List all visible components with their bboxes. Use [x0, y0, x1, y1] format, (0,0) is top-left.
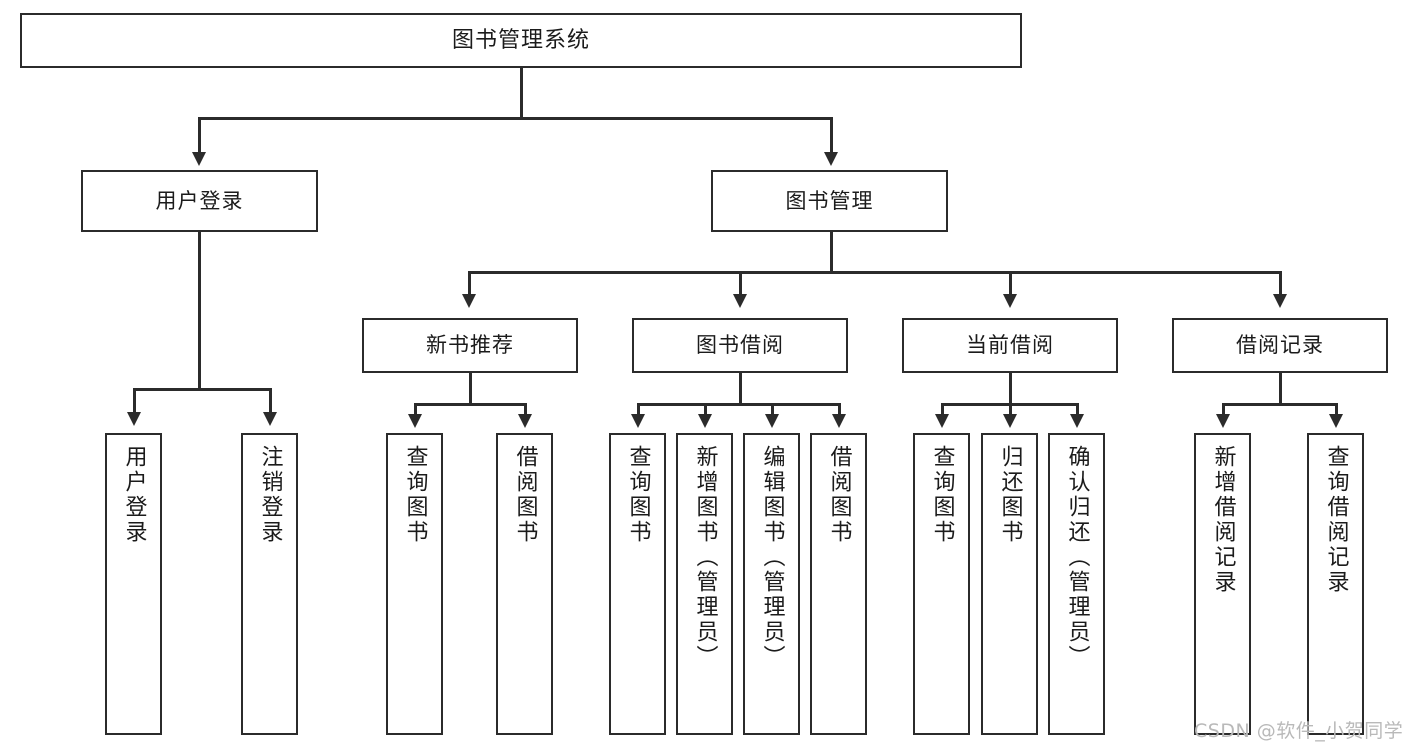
leaf-query-borrow-record[interactable]: 查询借阅记录: [1307, 433, 1364, 735]
leaf-logout[interactable]: 注销登录: [241, 433, 298, 735]
arrowhead-current-borrow: [1003, 294, 1017, 308]
connector-br-stem: [1279, 373, 1282, 405]
node-label: 新增图书（管理员）: [692, 445, 718, 670]
connector-drop-user-login: [198, 117, 201, 155]
connector-br-bus: [1222, 403, 1337, 406]
leaf-query-book-borrow[interactable]: 查询图书: [609, 433, 666, 735]
node-label: 注销登录: [257, 445, 283, 545]
node-borrow-record[interactable]: 借阅记录: [1172, 318, 1388, 373]
connector-cb-stem: [1009, 373, 1012, 405]
connector-bb-drop-3: [771, 403, 774, 417]
connector-level2-bus: [198, 117, 832, 120]
arrowhead-br-1: [1216, 414, 1230, 428]
arrowhead-login-2: [263, 412, 277, 426]
node-label: 查询图书: [402, 445, 428, 545]
leaf-query-book-recommend[interactable]: 查询图书: [386, 433, 443, 735]
leaf-edit-book-admin[interactable]: 编辑图书（管理员）: [743, 433, 800, 735]
arrowhead-book-management: [824, 152, 838, 166]
connector-user-login-stem: [198, 232, 201, 390]
connector-nbr-drop-2: [524, 403, 527, 417]
leaf-add-borrow-record[interactable]: 新增借阅记录: [1194, 433, 1251, 735]
node-label: 归还图书: [997, 445, 1023, 545]
connector-cb-drop-3: [1076, 403, 1079, 417]
connector-br-drop-2: [1335, 403, 1338, 417]
csdn-watermark: CSDN @软件_小贺同学: [1194, 720, 1404, 742]
leaf-user-login[interactable]: 用户登录: [105, 433, 162, 735]
node-user-login[interactable]: 用户登录: [81, 170, 318, 232]
arrowhead-user-login: [192, 152, 206, 166]
connector-bb-drop-1: [637, 403, 640, 417]
leaf-confirm-return-admin[interactable]: 确认归还（管理员）: [1048, 433, 1105, 735]
node-label: 借阅记录: [1236, 333, 1324, 358]
connector-level3-bus: [468, 271, 1282, 274]
connector-drop-login-1: [133, 388, 136, 415]
connector-root-stem: [520, 68, 523, 118]
node-current-borrow[interactable]: 当前借阅: [902, 318, 1118, 373]
connector-drop-book-borrow: [739, 271, 742, 297]
connector-drop-current-borrow: [1009, 271, 1012, 297]
arrowhead-bb-2: [698, 414, 712, 428]
node-label: 确认归还（管理员）: [1064, 445, 1090, 670]
arrowhead-cb-3: [1070, 414, 1084, 428]
connector-drop-new-book-recommend: [468, 271, 471, 297]
connector-drop-login-2: [269, 388, 272, 415]
connector-book-management-stem: [830, 232, 833, 272]
arrowhead-cb-2: [1003, 414, 1017, 428]
node-root-book-management-system[interactable]: 图书管理系统: [20, 13, 1022, 68]
connector-br-drop-1: [1222, 403, 1225, 417]
node-label: 用户登录: [121, 445, 147, 545]
connector-drop-book-management: [830, 117, 833, 155]
connector-user-login-bus: [133, 388, 271, 391]
node-label: 借阅图书: [826, 445, 852, 545]
arrowhead-nbr-2: [518, 414, 532, 428]
arrowhead-new-book-recommend: [462, 294, 476, 308]
node-label: 图书管理: [785, 188, 874, 213]
arrowhead-bb-1: [631, 414, 645, 428]
arrowhead-nbr-1: [408, 414, 422, 428]
arrowhead-bb-3: [765, 414, 779, 428]
connector-bb-drop-2: [704, 403, 707, 417]
connector-nbr-bus: [414, 403, 526, 406]
node-label: 查询图书: [625, 445, 651, 545]
connector-cb-drop-2: [1009, 403, 1012, 417]
node-label: 查询借阅记录: [1323, 445, 1349, 595]
node-label: 新增借阅记录: [1210, 445, 1236, 595]
leaf-query-book-current[interactable]: 查询图书: [913, 433, 970, 735]
node-book-management[interactable]: 图书管理: [711, 170, 948, 232]
arrowhead-login-1: [127, 412, 141, 426]
arrowhead-br-2: [1329, 414, 1343, 428]
node-label: 编辑图书（管理员）: [759, 445, 785, 670]
node-label: 图书管理系统: [451, 27, 590, 53]
node-label: 查询图书: [929, 445, 955, 545]
connector-bb-drop-4: [838, 403, 841, 417]
node-label: 当前借阅: [966, 333, 1054, 358]
node-label: 借阅图书: [512, 445, 538, 545]
arrowhead-cb-1: [935, 414, 949, 428]
node-label: 新书推荐: [426, 333, 514, 358]
connector-cb-drop-1: [941, 403, 944, 417]
node-book-borrow[interactable]: 图书借阅: [632, 318, 848, 373]
arrowhead-book-borrow: [733, 294, 747, 308]
leaf-borrow-book[interactable]: 借阅图书: [810, 433, 867, 735]
leaf-add-book-admin[interactable]: 新增图书（管理员）: [676, 433, 733, 735]
leaf-borrow-book-recommend[interactable]: 借阅图书: [496, 433, 553, 735]
connector-bb-stem: [739, 373, 742, 405]
leaf-return-book[interactable]: 归还图书: [981, 433, 1038, 735]
connector-drop-borrow-record: [1279, 271, 1282, 297]
arrowhead-bb-4: [832, 414, 846, 428]
connector-nbr-stem: [469, 373, 472, 405]
node-label: 用户登录: [155, 188, 244, 213]
connector-bb-bus: [637, 403, 839, 406]
connector-nbr-drop-1: [414, 403, 417, 417]
node-new-book-recommend[interactable]: 新书推荐: [362, 318, 578, 373]
arrowhead-borrow-record: [1273, 294, 1287, 308]
node-label: 图书借阅: [696, 333, 784, 358]
